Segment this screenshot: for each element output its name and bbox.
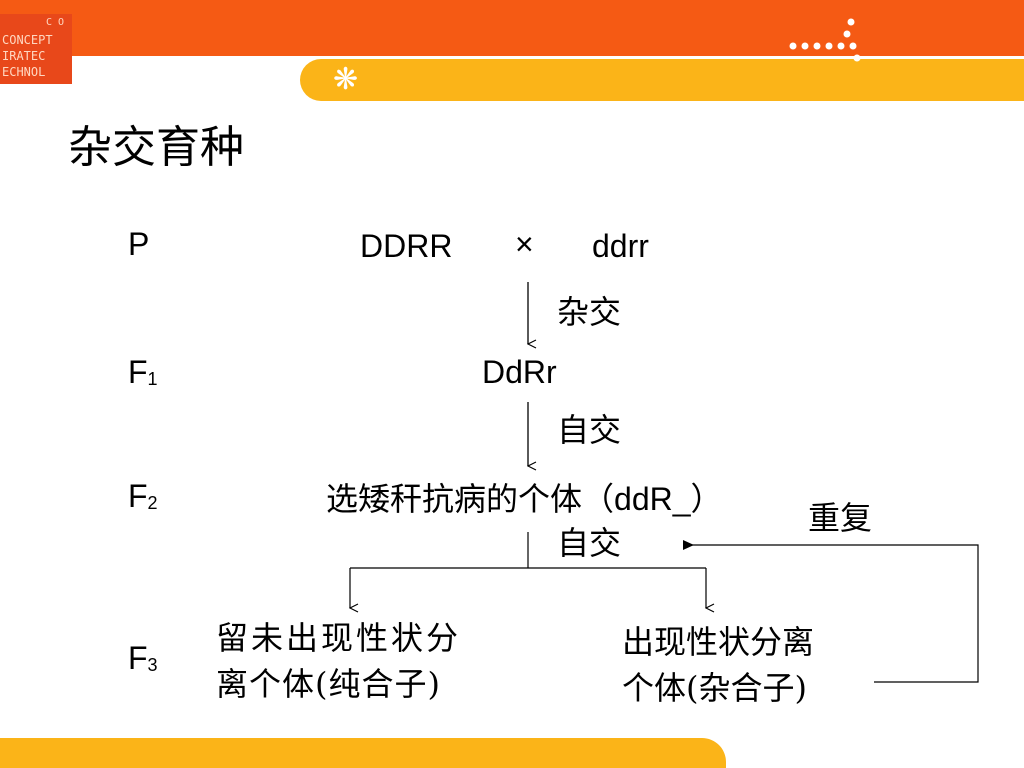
parent-a: DDRR xyxy=(360,228,453,264)
f3-right-line-1: 出现性状分离 xyxy=(622,623,815,661)
generation-f2-label: F xyxy=(128,478,148,514)
generation-f1-sub: 1 xyxy=(147,369,158,389)
page-title: 杂交育种 xyxy=(68,122,244,173)
step-self-label-2: 自交 xyxy=(557,525,622,561)
step-self-label: 自交 xyxy=(557,412,622,448)
repeat-label: 重复 xyxy=(808,500,873,536)
f3-left-line-1: 留未出现性状分 xyxy=(216,619,462,657)
generation-p-label: P xyxy=(128,226,150,262)
snowflake-icon: ❋ xyxy=(333,62,359,97)
generation-f1: F1 xyxy=(128,354,158,397)
repeat-loop-line xyxy=(683,540,979,683)
dots-decoration-icon xyxy=(789,18,861,62)
f3-left-line-2: 离个体(纯合子) xyxy=(216,665,441,703)
f2-selection: 选矮秆抗病的个体（ddR_） xyxy=(326,477,723,521)
f1-genotype: DdRr xyxy=(482,354,557,390)
parent-b: ddrr xyxy=(592,228,649,264)
footer-band xyxy=(0,738,726,768)
generation-p: P xyxy=(128,226,149,262)
generation-f3-sub: 3 xyxy=(147,655,158,675)
cross-symbol: × xyxy=(515,226,534,262)
generation-f2: F2 xyxy=(128,478,158,521)
generation-f3: F3 xyxy=(128,640,158,683)
f2-selection-genotype: ddR_ xyxy=(614,481,691,517)
generation-f1-label: F xyxy=(128,354,148,390)
logo-line-3: ECHNOL xyxy=(2,65,46,79)
logo-line-1: CONCEPT xyxy=(2,33,53,47)
generation-f3-label: F xyxy=(128,640,148,676)
generation-f2-sub: 2 xyxy=(147,493,158,513)
logo: C O CONCEPT IRATEC ECHNOL xyxy=(0,14,72,84)
step-hybridize-label: 杂交 xyxy=(557,294,622,330)
f2-selection-prefix: 选矮秆抗病的个体（ xyxy=(326,480,615,518)
f3-right-line-2: 个体(杂合子) xyxy=(622,669,807,707)
f2-selection-suffix: ） xyxy=(690,480,723,518)
logo-line-2: IRATEC xyxy=(2,49,46,63)
logo-small-text: C O xyxy=(46,17,65,28)
header-pill xyxy=(300,59,1024,101)
